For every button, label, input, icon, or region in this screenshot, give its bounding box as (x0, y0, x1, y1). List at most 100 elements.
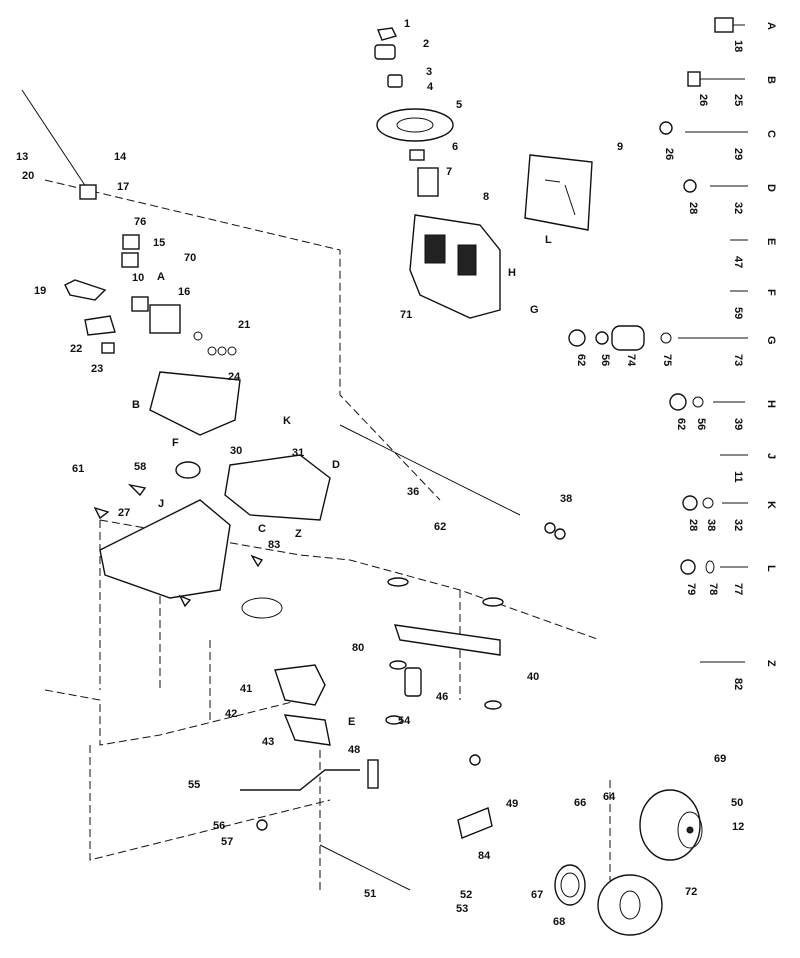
callout-30: 30 (230, 445, 242, 457)
hardware-letter-D: D (765, 184, 777, 192)
hardware-letter-C: C (765, 130, 777, 138)
callout-10: 10 (132, 272, 144, 284)
callout-12: 12 (732, 821, 744, 833)
hardware-part-H-56: 56 (695, 418, 707, 430)
hardware-part-K-38: 38 (705, 519, 717, 531)
hardware-part-J-11: 11 (732, 471, 744, 483)
callout-84: 84 (478, 850, 491, 862)
callout-13: 13 (16, 151, 28, 163)
hardware-letter-J: J (765, 453, 777, 459)
callout-19: 19 (34, 285, 46, 297)
callout-70: 70 (184, 252, 196, 264)
callout-8: 8 (483, 191, 489, 203)
callout-14: 14 (114, 151, 127, 163)
callout-3: 3 (426, 66, 432, 78)
front-wheel-69 (639, 789, 703, 861)
callout-76: 76 (134, 216, 146, 228)
callout-4: 4 (427, 81, 434, 93)
axle-brackets (274, 664, 331, 746)
callout-83: 83 (268, 539, 280, 551)
hardware-part-C-26: 26 (663, 148, 675, 160)
callout-68: 68 (553, 916, 565, 928)
hardware-letter-F: F (765, 289, 777, 296)
frame-plates (93, 454, 331, 619)
callout-49: 49 (506, 798, 518, 810)
hardware-part-H-39: 39 (732, 418, 744, 430)
callout-55: 55 (188, 779, 200, 791)
hardware-letter-K: K (765, 501, 777, 509)
callout-67: 67 (531, 889, 543, 901)
callout-53: 53 (456, 903, 468, 915)
callout-23: 23 (91, 363, 103, 375)
callout-66: 66 (574, 797, 586, 809)
hardware-letter-H: H (765, 400, 777, 408)
pulley-68 (554, 864, 586, 906)
callout-42: 42 (225, 708, 237, 720)
letter-L: L (545, 234, 552, 246)
callout-57: 57 (221, 836, 233, 848)
callout-51: 51 (364, 888, 376, 900)
dash-panel (409, 154, 593, 319)
hardware-letter-G: G (765, 336, 777, 345)
callout-9: 9 (617, 141, 623, 153)
callout-41: 41 (240, 683, 252, 695)
hardware-letter-A: A (765, 22, 777, 30)
hardware-letter-E: E (765, 238, 777, 245)
callout-43: 43 (262, 736, 274, 748)
callout-48: 48 (348, 744, 360, 756)
callout-72: 72 (685, 886, 697, 898)
callout-36: 36 (407, 486, 419, 498)
letter-D: D (332, 459, 340, 471)
hardware-chart (568, 17, 748, 663)
callout-56: 56 (213, 820, 225, 832)
hardware-part-C-29: 29 (732, 148, 744, 160)
callout-1: 1 (404, 18, 410, 30)
hardware-part-L-78: 78 (707, 583, 719, 595)
callout-54: 54 (398, 715, 411, 727)
letter-K: K (283, 415, 291, 427)
hardware-part-D-28: 28 (687, 202, 699, 214)
hardware-part-K-32: 32 (732, 519, 744, 531)
hardware-part-D-32: 32 (732, 202, 744, 214)
hardware-part-G-74: 74 (625, 354, 637, 367)
callout-31: 31 (292, 447, 304, 459)
callout-6: 6 (452, 141, 458, 153)
letter-E: E (348, 716, 355, 728)
callout-71: 71 (400, 309, 412, 321)
letter-Z: Z (295, 528, 302, 540)
letter-G: G (530, 304, 539, 316)
callout-64: 64 (603, 791, 616, 803)
letter-F: F (172, 437, 179, 449)
steering-bracket (64, 279, 241, 436)
hardware-part-E-47: 47 (732, 256, 744, 268)
callout-80: 80 (352, 642, 364, 654)
hardware-letter-B: B (765, 76, 777, 84)
callout-38: 38 (560, 493, 572, 505)
callout-40: 40 (527, 671, 539, 683)
letter-J: J (158, 498, 164, 510)
hardware-letter-Z: Z (765, 660, 777, 667)
callout-16: 16 (178, 286, 190, 298)
drag-link (339, 424, 566, 540)
callout-69: 69 (714, 753, 726, 765)
letter-H: H (508, 267, 516, 279)
hardware-part-K-28: 28 (687, 519, 699, 531)
hardware-letter-L: L (765, 565, 777, 572)
hardware-part-G-75: 75 (661, 354, 673, 366)
letter-C: C (258, 523, 266, 535)
callout-46: 46 (436, 691, 448, 703)
hardware-part-B-25: 25 (732, 94, 744, 106)
callout-2: 2 (423, 38, 429, 50)
hardware-part-G-56: 56 (599, 354, 611, 366)
callout-58: 58 (134, 461, 146, 473)
callout-22: 22 (70, 343, 82, 355)
hardware-part-L-79: 79 (685, 583, 697, 595)
callout-62: 62 (434, 521, 446, 533)
spindle-tie-rod (240, 754, 493, 891)
callout-20: 20 (22, 170, 34, 182)
hardware-part-G-73: 73 (732, 354, 744, 366)
hardware-part-L-77: 77 (732, 583, 744, 595)
hardware-part-A-18: 18 (732, 40, 744, 52)
hardware-part-Z-82: 82 (732, 678, 744, 690)
